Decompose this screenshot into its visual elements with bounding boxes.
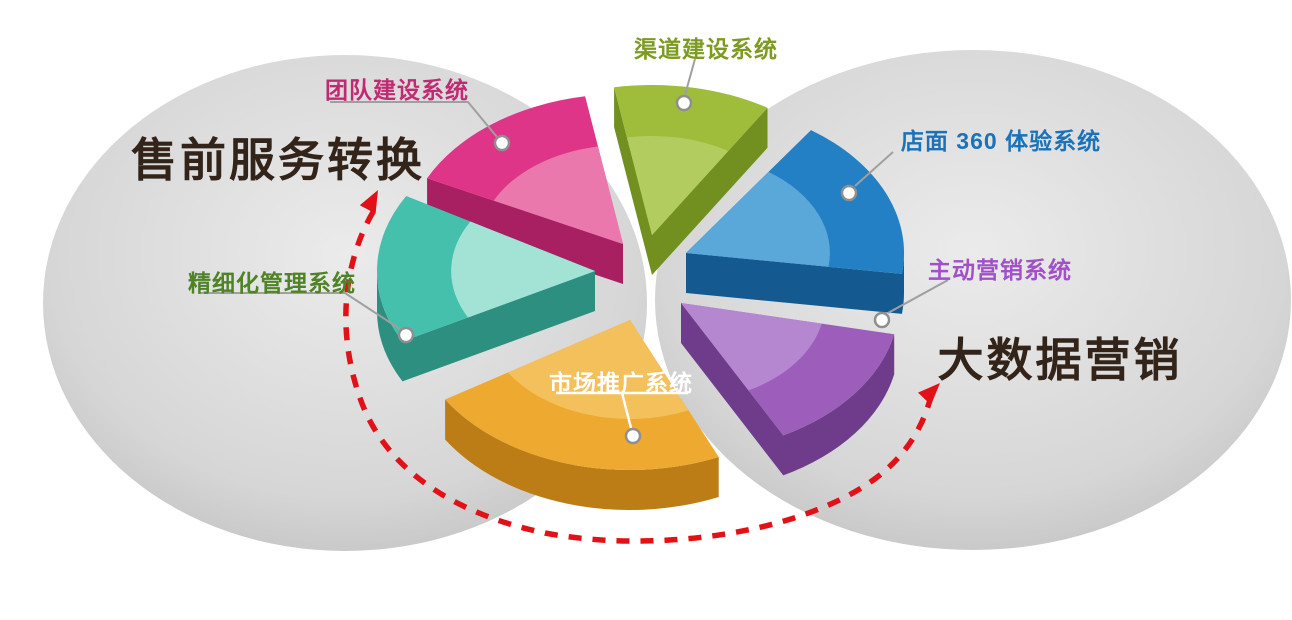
label-fine-management-system: 精细化管理系统	[188, 270, 356, 296]
pie-side-channel	[614, 87, 768, 275]
label-market-promotion-system: 市场推广系统	[549, 370, 693, 396]
pie-slice-inner-store360	[686, 171, 830, 267]
flow-arrowhead-left	[359, 190, 378, 214]
pie-slice-inner-active	[681, 303, 822, 391]
leader-line-fine	[200, 292, 401, 330]
pie-slice-inner-team	[493, 146, 623, 244]
leader-line-store360	[854, 151, 894, 187]
flow-arrow-dashed-curve	[343, 210, 934, 544]
leader-line-active	[887, 279, 949, 314]
leader-line-market	[620, 392, 633, 429]
title-big-data-marketing: 大数据营销	[937, 334, 1183, 386]
pie-side-fine	[376, 271, 595, 382]
label-team-building-system: 团队建设系统	[325, 77, 469, 103]
leader-line-team	[330, 101, 498, 138]
title-presale-service-conversion: 售前服务转换	[131, 134, 425, 186]
label-channel-construction-system: 渠道建设系统	[634, 36, 778, 62]
connector-dot-fine	[397, 326, 415, 344]
label-leaders	[200, 58, 949, 445]
label-active-marketing-system: 主动营销系统	[928, 257, 1072, 283]
label-store-360-experience-system: 店面 360 体验系统	[900, 128, 1102, 154]
pie-side-market	[445, 399, 719, 510]
connector-dot-market	[624, 427, 642, 445]
pie-side-active	[681, 303, 895, 476]
connector-dot-channel	[675, 94, 693, 112]
pie-side-team	[427, 178, 623, 284]
connector-dot-store360	[840, 184, 858, 202]
pie-chart	[376, 85, 905, 510]
leader-line-channel	[684, 58, 696, 96]
pie-slice-inner-channel	[627, 135, 729, 235]
flow-arrowhead-right	[918, 383, 940, 405]
pie-side-store360	[686, 253, 905, 314]
pie-slice-inner-fine	[451, 221, 595, 318]
connector-dot-active	[873, 311, 891, 329]
connector-dot-team	[493, 134, 511, 152]
